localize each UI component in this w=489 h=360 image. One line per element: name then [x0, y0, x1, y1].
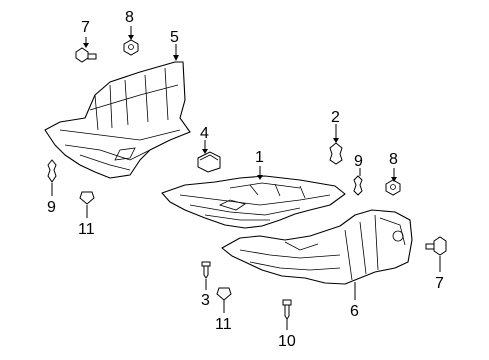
screw-3[interactable] — [201, 261, 211, 279]
callout-5: 5 — [170, 29, 179, 46]
clip-4[interactable] — [197, 151, 221, 173]
callout-8-upper: 8 — [125, 9, 134, 26]
screw-10[interactable] — [282, 299, 292, 320]
clip-9-left[interactable] — [47, 159, 57, 183]
callout-11-left: 11 — [78, 221, 95, 238]
under-cover-1[interactable] — [161, 175, 346, 229]
callout-2: 2 — [331, 109, 340, 126]
nut-8-upper[interactable] — [123, 39, 139, 56]
nut-8-right[interactable] — [385, 179, 401, 196]
callout-labels: 7 8 5 4 2 1 9 8 9 11 3 11 10 6 7 — [47, 9, 444, 350]
callout-1: 1 — [255, 149, 264, 166]
under-cover-5[interactable] — [44, 61, 191, 179]
callout-10: 10 — [278, 333, 296, 350]
callout-7-right: 7 — [435, 275, 444, 292]
clip-9-right[interactable] — [353, 175, 363, 196]
grommet-11-left[interactable] — [79, 191, 95, 205]
leader-lines — [51, 26, 441, 330]
callout-6: 6 — [350, 303, 359, 320]
bolt-7-right[interactable] — [425, 236, 447, 256]
callout-4: 4 — [200, 125, 209, 142]
callout-8-right: 8 — [389, 151, 398, 168]
bolt-7-upper[interactable] — [75, 47, 97, 63]
callout-7-upper: 7 — [81, 19, 90, 36]
callout-9-left: 9 — [47, 199, 56, 216]
callout-11-lower: 11 — [215, 316, 232, 333]
callout-3: 3 — [201, 292, 210, 309]
under-cover-6[interactable] — [221, 209, 413, 285]
grommet-11-lower[interactable] — [216, 287, 232, 301]
callout-9-right: 9 — [354, 153, 363, 170]
clip-2[interactable] — [329, 142, 343, 165]
